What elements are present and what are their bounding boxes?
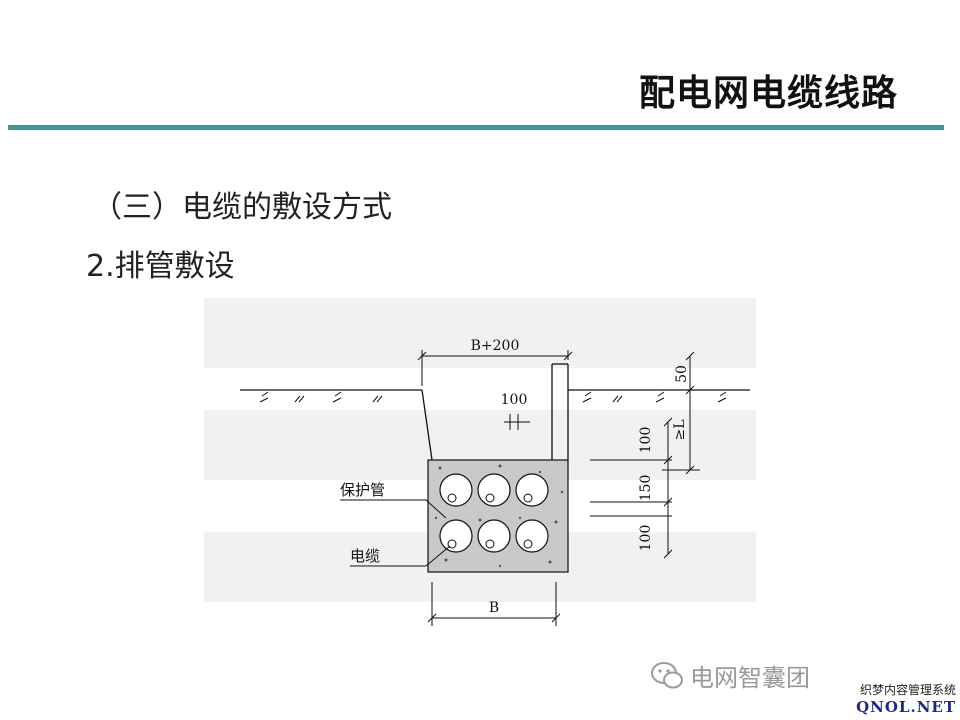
dim-width-top [417, 350, 573, 386]
pipe [439, 519, 473, 553]
cable [447, 493, 457, 503]
cable-cores [447, 493, 533, 549]
pipe [477, 473, 511, 507]
background-pattern [204, 298, 756, 602]
dim-spacing [504, 414, 530, 430]
label-cable: 电缆 [350, 547, 380, 565]
corner-brand-cn: 织梦内容管理系统 [859, 683, 956, 697]
dim-depth-label: ≥L [672, 419, 688, 440]
watermark-text: 电网智囊团 [690, 664, 810, 692]
title-rule [8, 125, 944, 130]
pipe [439, 473, 473, 507]
soil-hatch [259, 391, 727, 403]
cable [485, 493, 495, 503]
dim-width-bottom-label: B [489, 600, 499, 616]
dim-width-top-label: B+200 [471, 338, 520, 354]
pipe-laying-diagram: B+200 100 50 ≥L 100 150 100 保护管 电缆 [204, 298, 756, 626]
dim-width-bottom [427, 582, 561, 626]
section-heading: （三）电缆的敷设方式 [92, 190, 392, 225]
callout-leaders [340, 499, 451, 567]
sub-heading: 2.排管敷设 [86, 249, 235, 284]
cable [485, 539, 495, 549]
watermark: 电网智囊团 [650, 658, 810, 693]
trench-walls [421, 363, 569, 461]
corner-brand: 织梦内容管理系统 QNOL.NET [844, 681, 956, 716]
dim-vertical-right [590, 351, 700, 559]
pipe [477, 519, 511, 553]
wechat-icon [651, 661, 683, 688]
pipe [515, 519, 549, 553]
cable [523, 539, 533, 549]
slide-title: 配电网电缆线路 [638, 73, 898, 114]
dim-upper-label: 100 [638, 427, 654, 454]
label-pipe: 保护管 [340, 481, 385, 499]
cable [523, 493, 533, 503]
corner-brand-en: QNOL.NET [856, 698, 956, 716]
dim-cover-label: 50 [674, 365, 690, 383]
dim-spacing-label: 100 [501, 392, 528, 408]
dim-lower-label: 100 [638, 525, 654, 552]
pipe [515, 473, 549, 507]
dim-middle-label: 150 [638, 475, 654, 502]
